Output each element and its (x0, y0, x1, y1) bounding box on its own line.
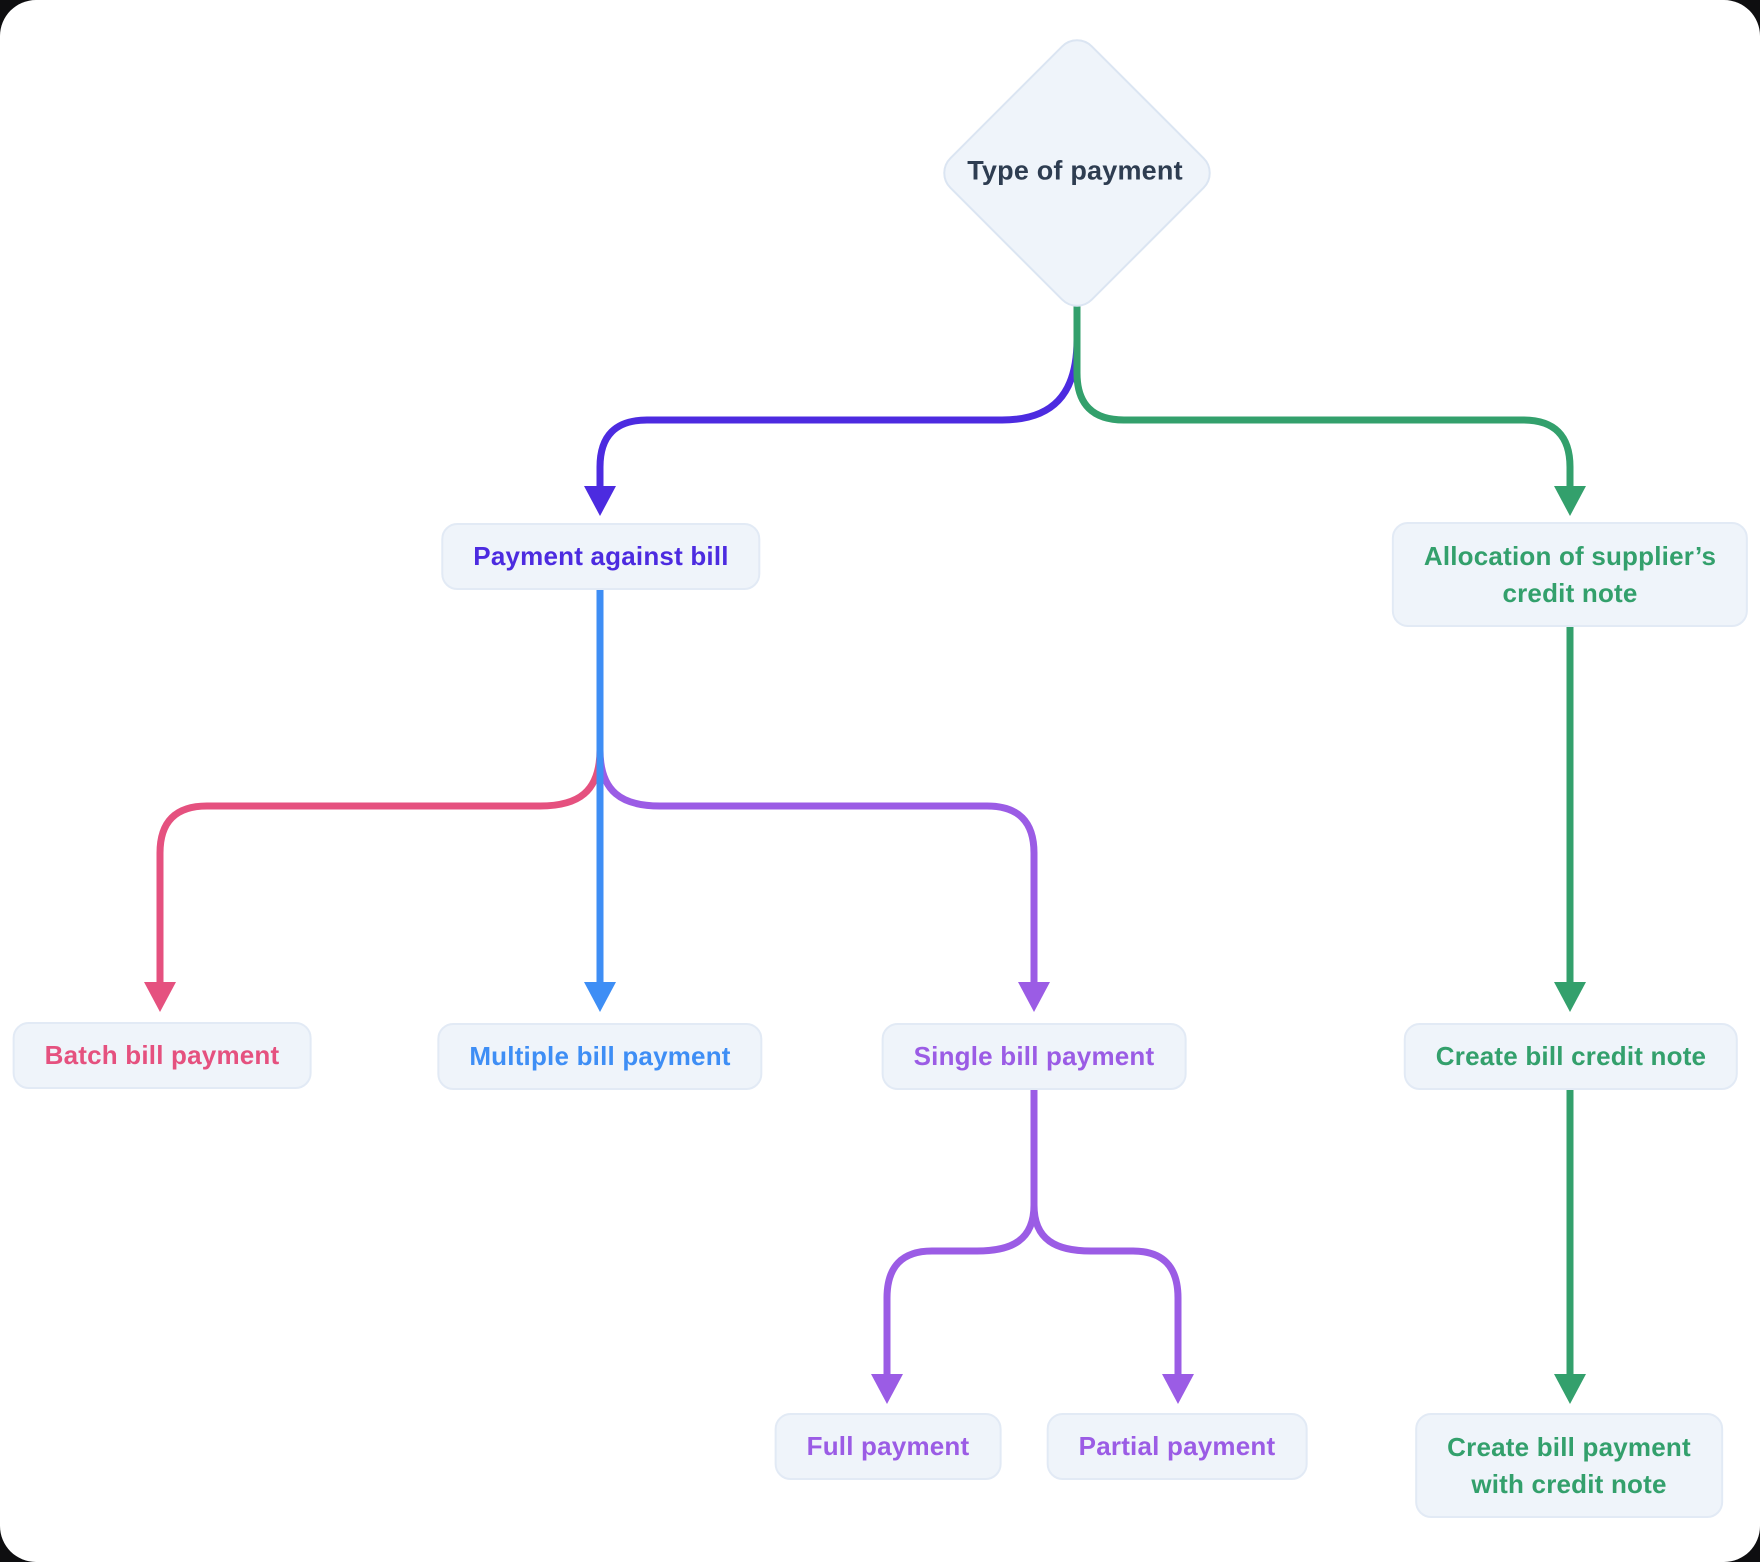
node-label: Create bill credit note (1435, 1041, 1707, 1072)
arrowhead-batch-bill-payment (144, 982, 176, 1012)
node-label-line: Create bill payment (1447, 1431, 1691, 1462)
node-batch-bill-payment: Batch bill payment (12, 1022, 312, 1089)
node-label-line: credit note (1502, 577, 1638, 608)
edge-to-single-bill-payment (596, 746, 1038, 986)
root-node-label: Type of payment (967, 155, 1183, 186)
node-payment-against-bill: Payment against bill (441, 523, 761, 590)
node-full-payment: Full payment (774, 1413, 1002, 1480)
node-label: Batch bill payment (44, 1040, 280, 1071)
node-partial-payment: Partial payment (1046, 1413, 1308, 1480)
node-single-bill-payment: Single bill payment (881, 1023, 1187, 1090)
node-create-bill-payment-with-credit-note: Create bill payment with credit note (1415, 1413, 1723, 1518)
node-label-line: Allocation of supplier’s (1423, 540, 1717, 571)
node-create-bill-credit-note: Create bill credit note (1403, 1023, 1739, 1090)
arrowhead-multiple-bill-payment (584, 982, 616, 1012)
arrowhead-payment-against-bill (584, 486, 616, 516)
arrowhead-create-bill-credit-note (1554, 982, 1586, 1012)
edge-root-to-payment-against-bill (596, 336, 1081, 490)
arrowhead-create-bill-payment (1554, 1374, 1586, 1404)
node-label-line: with credit note (1471, 1468, 1667, 1499)
arrowhead-partial-payment (1162, 1374, 1194, 1404)
edge-root-to-allocation (1073, 292, 1574, 490)
node-label: Full payment (806, 1431, 970, 1462)
node-label: Partial payment (1078, 1431, 1276, 1462)
arrowhead-allocation (1554, 486, 1586, 516)
edge-to-full-payment (883, 1086, 1038, 1378)
node-label: Multiple bill payment (469, 1041, 731, 1072)
node-label: Single bill payment (913, 1041, 1155, 1072)
arrowhead-single-bill-payment (1018, 982, 1050, 1012)
node-multiple-bill-payment: Multiple bill payment (437, 1023, 763, 1090)
node-allocation-credit-note: Allocation of supplier’s credit note (1391, 522, 1749, 627)
arrowhead-full-payment (871, 1374, 903, 1404)
edge-to-partial-payment (1030, 1201, 1182, 1378)
node-label: Payment against bill (473, 541, 729, 572)
edge-to-batch-bill-payment (156, 746, 604, 986)
